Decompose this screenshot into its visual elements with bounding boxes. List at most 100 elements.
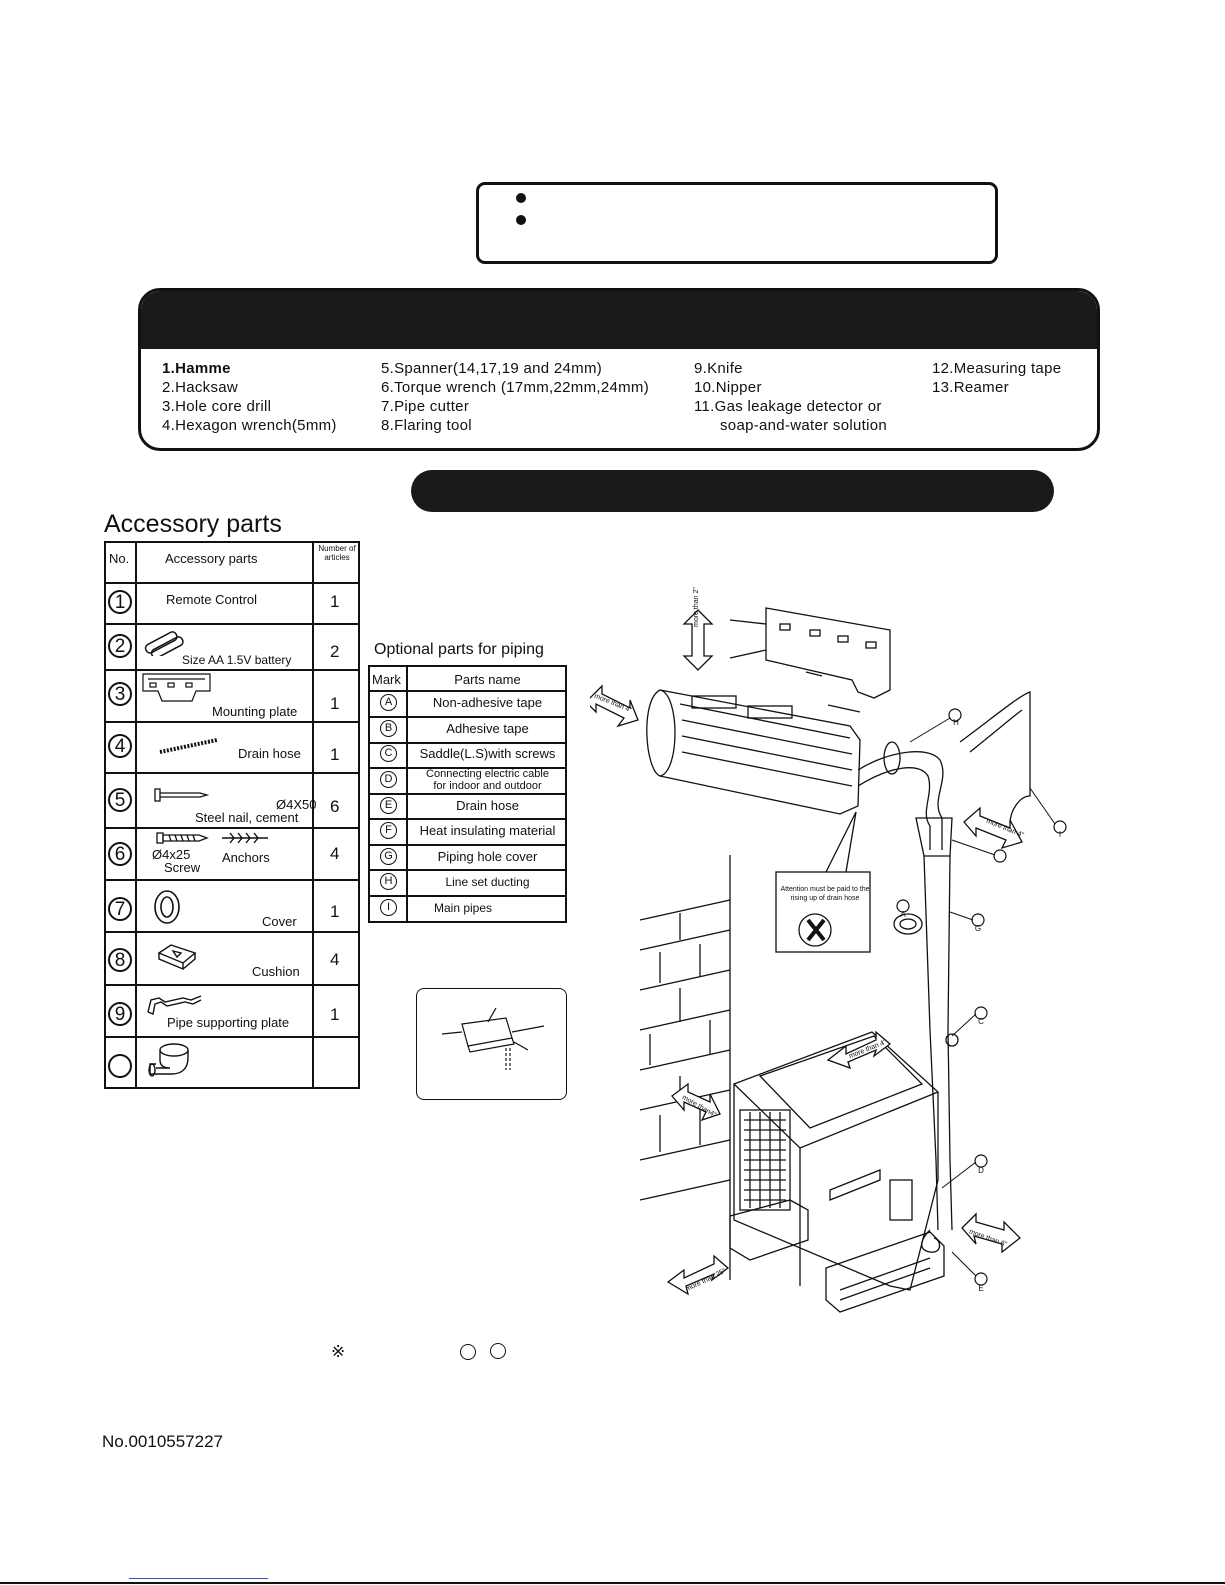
- tool-item: 12.Measuring tape: [932, 360, 1062, 377]
- header-no: No.: [109, 551, 130, 566]
- note-symbol: ※: [331, 1342, 346, 1361]
- link-underline: [129, 1578, 268, 1579]
- part-name: Mounting plate: [212, 704, 298, 719]
- attention-note: Attention must be paid to the rising up …: [780, 886, 870, 902]
- part-count: 2: [330, 642, 340, 661]
- row-number: 1: [108, 590, 132, 614]
- tool-item: 8.Flaring tool: [381, 417, 472, 434]
- header-count: Number of articles: [318, 544, 356, 562]
- tool-item: 6.Torque wrench (17mm,22mm,24mm): [381, 379, 650, 396]
- row-number: 5: [108, 788, 132, 812]
- table-divider: [104, 623, 360, 625]
- mark-label: H: [380, 873, 397, 890]
- row-number: 3: [108, 682, 132, 706]
- page-bottom-rule: [0, 1582, 1225, 1584]
- cushion-icon: [157, 944, 197, 971]
- mounting-plate-icon: [142, 673, 211, 702]
- tool-item: 9.Knife: [694, 360, 743, 377]
- cover-ring-icon: [154, 890, 180, 924]
- part-name: Cover: [262, 914, 297, 929]
- callout-label: E: [978, 1284, 984, 1293]
- tool-item: 3.Hole core drill: [162, 398, 272, 415]
- tool-item: 13.Reamer: [932, 379, 1009, 396]
- table-divider: [104, 669, 360, 671]
- row-number: 2: [108, 634, 132, 658]
- row-number: 6: [108, 842, 132, 866]
- table-divider: [104, 931, 360, 933]
- row-number: 4: [108, 734, 132, 758]
- header-parts-name: Parts name: [454, 672, 521, 687]
- optional-part-name: Drain hose: [456, 798, 519, 813]
- part-count: 6: [330, 797, 340, 816]
- document-number: No.0010557227: [102, 1432, 224, 1451]
- part-name: Ø4x25: [152, 847, 191, 862]
- clearance-label: more than 2": [693, 587, 700, 627]
- installation-diagram: [590, 607, 1067, 1313]
- tools-header-bar: [141, 291, 1097, 349]
- header-mark: Mark: [372, 672, 401, 687]
- pipe-support-illustration: [441, 1008, 545, 1070]
- tool-item: 2.Hacksaw: [162, 379, 239, 396]
- table-divider: [368, 895, 567, 897]
- tool-item: 11.Gas leakage detector or: [694, 398, 882, 415]
- notice-bullet: [516, 193, 526, 203]
- table-divider: [368, 716, 567, 718]
- part-count: 4: [330, 950, 340, 969]
- part-count: 4: [330, 844, 340, 863]
- part-name: Steel nail, cement: [195, 810, 299, 825]
- drain-hose-icon: [159, 738, 218, 754]
- notice-bullet: [516, 215, 526, 225]
- mark-label: A: [380, 694, 397, 711]
- table-divider: [104, 772, 360, 774]
- pipe-plate-icon: [147, 995, 202, 1015]
- battery-icon: [144, 631, 184, 656]
- mark-label: G: [380, 848, 397, 865]
- drain-elbow-icon: [148, 1043, 189, 1077]
- table-divider: [104, 984, 360, 986]
- table-divider: [104, 721, 360, 723]
- screw-icon: [156, 832, 209, 844]
- detail-box: [416, 988, 567, 1100]
- steel-nail-icon: [154, 788, 210, 802]
- tool-item: 5.Spanner(14,17,19 and 24mm): [381, 360, 603, 377]
- tool-item: 7.Pipe cutter: [381, 398, 470, 415]
- tool-item: 10.Nipper: [694, 379, 762, 396]
- callout-label: A: [900, 910, 906, 919]
- table-divider: [368, 869, 567, 871]
- table-divider: [368, 742, 567, 744]
- mark-label: I: [380, 899, 397, 916]
- mark-label: E: [380, 797, 397, 814]
- part-count: 1: [330, 592, 340, 611]
- tools-panel: [138, 288, 1100, 451]
- tool-item: 1.Hamme: [162, 360, 231, 377]
- note-circle-icon: [490, 1343, 506, 1359]
- notice-box: [476, 182, 998, 264]
- accessory-table: [104, 541, 360, 1089]
- part-name: Anchors: [222, 850, 270, 865]
- note-circle-icon: [460, 1344, 476, 1360]
- row-number: 7: [108, 897, 132, 921]
- optional-part-name: Line set ducting: [445, 875, 530, 889]
- part-name: Ø4X50: [276, 797, 317, 812]
- table-divider: [104, 1036, 360, 1038]
- row-number: 9: [108, 1002, 132, 1026]
- callout-label: C: [978, 1017, 984, 1026]
- header-parts: Accessory parts: [165, 551, 258, 566]
- part-name: Pipe supporting plate: [167, 1015, 290, 1030]
- optional-part-name: Heat insulating material: [419, 823, 556, 838]
- optional-part-name: for indoor and outdoor: [433, 780, 542, 792]
- part-count: 1: [330, 694, 340, 713]
- part-count: 1: [330, 902, 340, 921]
- table-divider: [135, 541, 137, 1089]
- part-name: Size AA 1.5V battery: [182, 653, 292, 667]
- table-divider: [104, 827, 360, 829]
- table-divider: [104, 582, 360, 584]
- part-count: 1: [330, 745, 340, 764]
- optional-title: Optional parts for piping: [374, 641, 544, 658]
- tool-item: soap-and-water solution: [720, 417, 887, 434]
- accessory-title: Accessory parts: [104, 510, 282, 538]
- table-divider: [368, 690, 567, 692]
- part-name: Screw: [164, 860, 201, 875]
- part-name: Cushion: [252, 964, 300, 979]
- part-name: Remote Control: [166, 592, 258, 607]
